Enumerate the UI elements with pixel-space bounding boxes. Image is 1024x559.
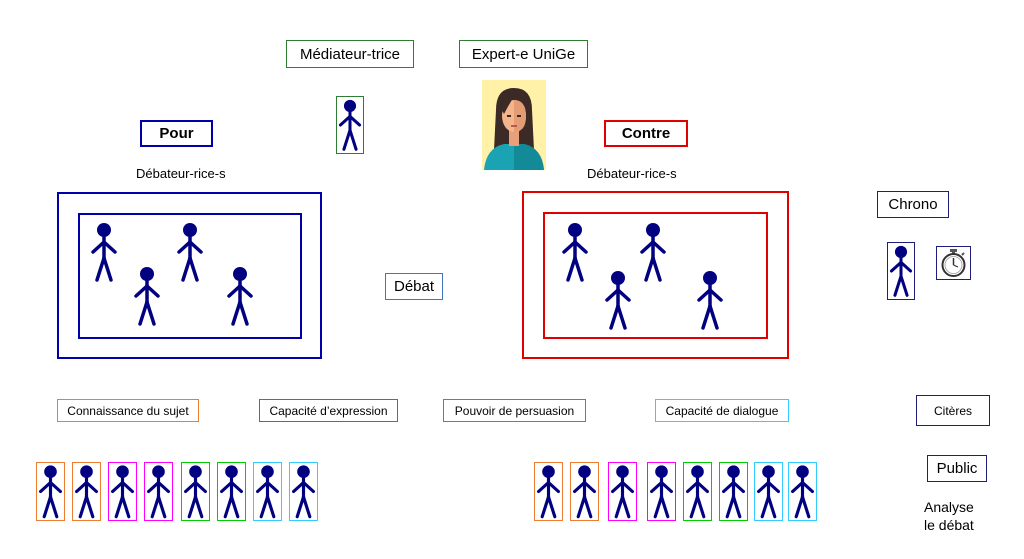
person-icon	[109, 463, 136, 520]
person-icon	[638, 222, 668, 282]
person-icon	[89, 222, 119, 282]
public-caption-line2: le débat	[924, 517, 974, 533]
person-icon	[695, 270, 725, 330]
contre-team-outer-frame	[522, 191, 789, 359]
stopwatch-frame	[936, 246, 971, 280]
pour-team-inner-frame	[78, 213, 302, 339]
mediator-figure	[336, 96, 364, 154]
public-member	[534, 462, 563, 521]
public-member	[217, 462, 246, 521]
person-icon	[720, 463, 747, 520]
criterion-expression-label: Capacité d’expression	[259, 399, 398, 422]
public-caption-line1: Analyse	[924, 499, 974, 515]
mediator-label: Médiateur-trice	[286, 40, 414, 68]
person-icon	[603, 270, 633, 330]
stopwatch-icon	[941, 249, 966, 277]
debaters-right-label: Débateur-rice-s	[587, 166, 677, 181]
person-icon	[290, 463, 317, 520]
person-icon	[609, 463, 636, 520]
public-member	[181, 462, 210, 521]
expert-portrait	[482, 80, 546, 170]
person-icon	[755, 463, 782, 520]
person-icon	[571, 463, 598, 520]
person-icon	[684, 463, 711, 520]
public-member	[683, 462, 712, 521]
public-member	[570, 462, 599, 521]
public-member	[253, 462, 282, 521]
person-icon	[182, 463, 209, 520]
person-icon	[145, 463, 172, 520]
public-member	[788, 462, 817, 521]
debat-label: Débat	[385, 273, 443, 300]
public-member	[36, 462, 65, 521]
pour-team-outer-frame	[57, 192, 322, 359]
criteria-box-label: Citères	[916, 395, 990, 426]
person-icon	[337, 97, 363, 153]
chrono-label: Chrono	[877, 191, 949, 218]
contre-team-inner-frame	[543, 212, 768, 339]
person-icon	[888, 243, 914, 299]
public-member	[647, 462, 676, 521]
debaters-left-label: Débateur-rice-s	[136, 166, 226, 181]
expert-label: Expert-e UniGe	[459, 40, 588, 68]
public-member	[144, 462, 173, 521]
contre-label: Contre	[604, 120, 688, 147]
criterion-dialogue-label: Capacité de dialogue	[655, 399, 789, 422]
person-icon	[535, 463, 562, 520]
criterion-knowledge-label: Connaissance du sujet	[57, 399, 199, 422]
pour-label: Pour	[140, 120, 213, 147]
person-icon	[225, 266, 255, 326]
timekeeper-figure	[887, 242, 915, 300]
criterion-persuasion-label: Pouvoir de persuasion	[443, 399, 586, 422]
person-icon	[175, 222, 205, 282]
public-member	[719, 462, 748, 521]
person-icon	[560, 222, 590, 282]
person-icon	[132, 266, 162, 326]
public-member	[108, 462, 137, 521]
public-label: Public	[927, 455, 987, 482]
person-icon	[73, 463, 100, 520]
person-icon	[789, 463, 816, 520]
person-icon	[218, 463, 245, 520]
public-member	[72, 462, 101, 521]
public-member	[754, 462, 783, 521]
person-icon	[37, 463, 64, 520]
person-icon	[648, 463, 675, 520]
public-member	[608, 462, 637, 521]
public-member	[289, 462, 318, 521]
person-icon	[254, 463, 281, 520]
